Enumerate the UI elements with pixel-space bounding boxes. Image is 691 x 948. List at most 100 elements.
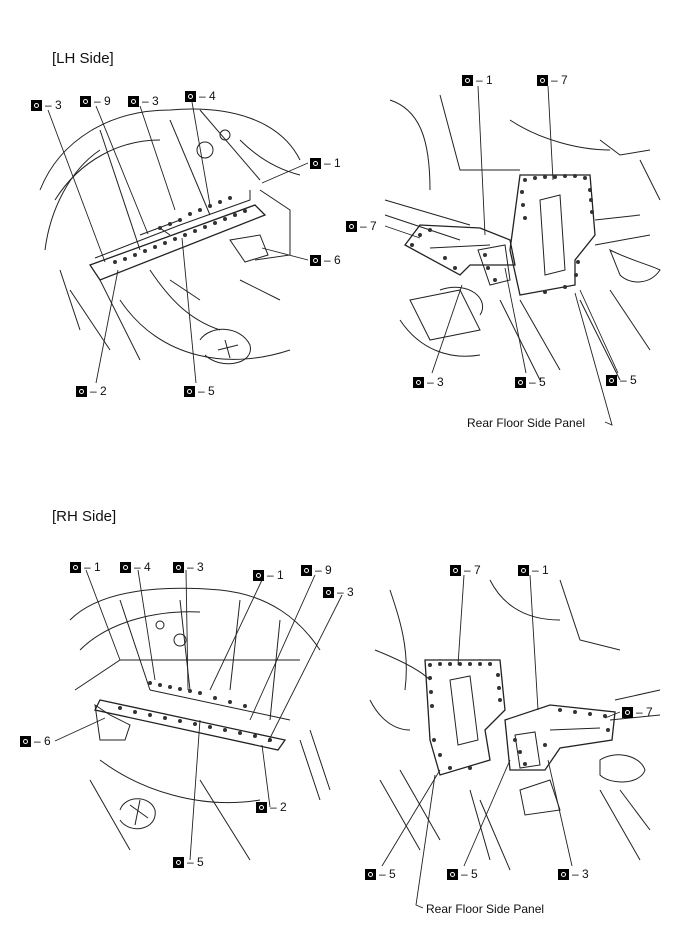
callout-number: 7: [474, 563, 481, 577]
leader-lines: [47, 85, 621, 909]
weld-point-icon: [185, 90, 196, 102]
weld-point-icon: [256, 801, 267, 813]
weld-point-icon: [173, 856, 184, 868]
callout-sep: –: [529, 375, 536, 389]
callout-number: 5: [630, 373, 637, 387]
callout-sep: –: [572, 867, 579, 881]
callout-sep: –: [379, 867, 386, 881]
callout-number: 2: [280, 800, 287, 814]
callout-sep: –: [427, 375, 434, 389]
callout-sep: –: [620, 373, 627, 387]
weld-point-icon: [76, 385, 87, 397]
callout-number: 3: [582, 867, 589, 881]
callout-sep: –: [461, 867, 468, 881]
callout-rh-2: – 2: [256, 800, 287, 814]
callout-number: 3: [55, 98, 62, 112]
callout-sep: –: [34, 734, 41, 748]
weld-point-icon: [515, 376, 526, 388]
weld-point-icon: [80, 95, 91, 107]
callout-sep: –: [532, 563, 539, 577]
callout-number: 7: [370, 219, 377, 233]
callout-number: 5: [539, 375, 546, 389]
callout-number: 6: [334, 253, 341, 267]
callout-number: 1: [542, 563, 549, 577]
callout-number: 9: [325, 563, 332, 577]
callout-number: 4: [209, 89, 216, 103]
callout-lh-9: – 9: [80, 94, 111, 108]
lh-left-view: [39, 108, 301, 365]
weld-point-icon: [128, 95, 139, 107]
callout-lh-3b: – 3: [128, 94, 159, 108]
weld-point-icon: [323, 586, 334, 598]
callout-lh-right-5a: – 5: [515, 375, 546, 389]
weld-point-icon: [253, 569, 264, 581]
callout-number: 2: [100, 384, 107, 398]
rear-floor-side-panel-label-rh: Rear Floor Side Panel: [426, 902, 545, 916]
rear-floor-side-panel-label-lh: Rear Floor Side Panel: [467, 416, 586, 430]
callout-sep: –: [187, 560, 194, 574]
callout-lh-6: – 6: [310, 253, 341, 267]
callout-sep: –: [45, 98, 52, 112]
callout-lh-1: – 1: [310, 156, 341, 170]
callout-number: 4: [144, 560, 151, 574]
callout-sep: –: [636, 705, 643, 719]
callout-sep: –: [84, 560, 91, 574]
callout-lh-right-1: – 1: [462, 73, 493, 87]
callout-sep: –: [134, 560, 141, 574]
weld-point-icon: [622, 706, 633, 718]
callout-sep: –: [551, 73, 558, 87]
weld-point-icon: [518, 564, 529, 576]
callout-number: 1: [94, 560, 101, 574]
weld-point-icon: [537, 74, 548, 86]
callout-lh-right-3: – 3: [413, 375, 444, 389]
callout-number: 7: [561, 73, 568, 87]
callout-sep: –: [324, 156, 331, 170]
callout-rh-right-7b: – 7: [622, 705, 653, 719]
callout-number: 1: [334, 156, 341, 170]
callout-sep: –: [90, 384, 97, 398]
callout-sep: –: [199, 89, 206, 103]
callout-rh-right-1: – 1: [518, 563, 549, 577]
lh-side-title: [LH Side]: [52, 50, 114, 67]
callout-lh-4: – 4: [185, 89, 216, 103]
callout-number: 3: [197, 560, 204, 574]
callout-number: 3: [152, 94, 159, 108]
callout-sep: –: [476, 73, 483, 87]
weld-point-icon: [447, 868, 458, 880]
callout-number: 5: [471, 867, 478, 881]
weld-point-icon: [120, 561, 131, 573]
weld-point-icon: [310, 254, 321, 266]
weld-point-icon: [70, 561, 81, 573]
weld-point-icon: [346, 220, 357, 232]
weld-point-icon: [365, 868, 376, 880]
rh-side-title: [RH Side]: [52, 508, 117, 525]
callout-number: 3: [437, 375, 444, 389]
callout-lh-right-7b: – 7: [346, 219, 377, 233]
callout-rh-1b: – 1: [253, 568, 284, 582]
callout-number: 5: [208, 384, 215, 398]
callout-rh-6: – 6: [20, 734, 51, 748]
rh-right-view: [369, 579, 661, 871]
callout-number: 9: [104, 94, 111, 108]
weld-point-icon: [310, 157, 321, 169]
callout-rh-right-5a: – 5: [365, 867, 396, 881]
callout-rh-3a: – 3: [173, 560, 204, 574]
callout-rh-5: – 5: [173, 855, 204, 869]
weld-point-icon: [558, 868, 569, 880]
callout-number: 1: [277, 568, 284, 582]
lh-right-view: [384, 94, 661, 381]
weld-point-icon: [462, 74, 473, 86]
callout-lh-3a: – 3: [31, 98, 62, 112]
callout-lh-right-5b: – 5: [606, 373, 637, 387]
callout-sep: –: [198, 384, 205, 398]
weld-point-icon: [301, 564, 312, 576]
weld-point-icon: [413, 376, 424, 388]
callout-rh-9: – 9: [301, 563, 332, 577]
callout-rh-4: – 4: [120, 560, 151, 574]
callout-rh-right-5b: – 5: [447, 867, 478, 881]
callout-sep: –: [94, 94, 101, 108]
callout-number: 7: [646, 705, 653, 719]
callout-rh-right-7a: – 7: [450, 563, 481, 577]
callout-lh-5: – 5: [184, 384, 215, 398]
